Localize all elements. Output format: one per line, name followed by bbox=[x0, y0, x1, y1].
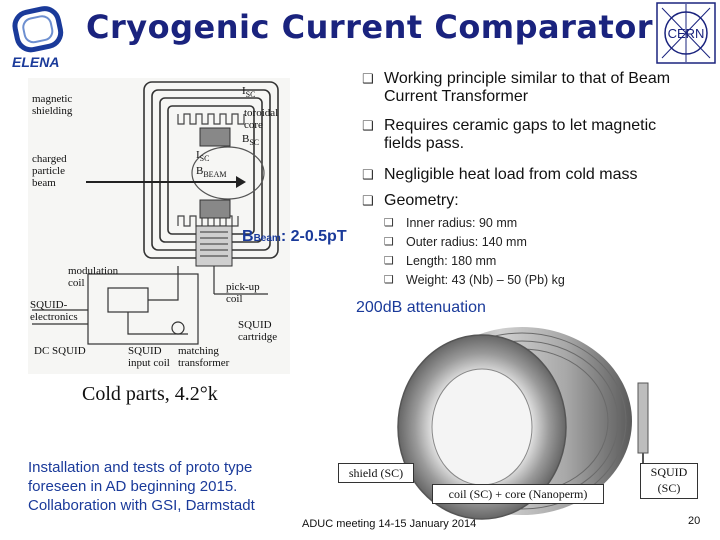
sub-bullet-marker: ❑ bbox=[384, 235, 394, 248]
installation-text: Installation and tests of proto type for… bbox=[28, 459, 255, 514]
bullet-marker-4: ❑ bbox=[362, 194, 374, 209]
bullet-1-text: Working principle similar to that of Bea… bbox=[384, 70, 671, 105]
geometry-weight: Weight: 43 (Nb) – 50 (Pb) kg bbox=[406, 273, 565, 287]
ccc-photo bbox=[372, 323, 668, 521]
bullet-marker-1: ❑ bbox=[362, 72, 374, 87]
squid-label: SQUID (SC) bbox=[640, 463, 698, 499]
sub-bullet-marker: ❑ bbox=[384, 273, 394, 286]
bbeam-label: BBeam: 2-0.5pT bbox=[242, 228, 347, 245]
bullet-marker-2: ❑ bbox=[362, 119, 374, 134]
sub-bullet-marker: ❑ bbox=[384, 216, 394, 229]
bullet-4-text: Geometry: bbox=[384, 192, 459, 209]
svg-text:SQUID-electronics: SQUID-electronics bbox=[30, 299, 78, 323]
elena-logo-text: ELENA bbox=[12, 54, 59, 70]
geometry-inner-radius: Inner radius: 90 mm bbox=[406, 216, 518, 230]
attenuation-label: 200dB attenuation bbox=[356, 299, 486, 316]
shield-label: shield (SC) bbox=[338, 463, 414, 483]
cern-logo: CERN bbox=[656, 2, 716, 64]
sub-bullet-marker: ❑ bbox=[384, 254, 394, 267]
elena-logo: ELENA bbox=[6, 4, 72, 70]
slide-title: Cryogenic Current Comparator bbox=[86, 8, 654, 46]
geometry-outer-radius: Outer radius: 140 mm bbox=[406, 235, 527, 249]
bullet-3-text: Negligible heat load from cold mass bbox=[384, 166, 638, 183]
bullet-2-text: Requires ceramic gaps to let magnetic fi… bbox=[384, 117, 657, 152]
footer-meeting: ADUC meeting 14-15 January 2014 bbox=[302, 518, 477, 530]
page-number: 20 bbox=[688, 515, 701, 527]
cold-parts-label: Cold parts, 4.2°k bbox=[82, 383, 218, 405]
geometry-length: Length: 180 mm bbox=[406, 254, 497, 268]
coil-core-label: coil (SC) + core (Nanoperm) bbox=[432, 484, 604, 504]
cern-logo-text: CERN bbox=[668, 26, 705, 41]
svg-text:DC SQUID: DC SQUID bbox=[34, 345, 86, 357]
bullet-marker-3: ❑ bbox=[362, 168, 374, 183]
